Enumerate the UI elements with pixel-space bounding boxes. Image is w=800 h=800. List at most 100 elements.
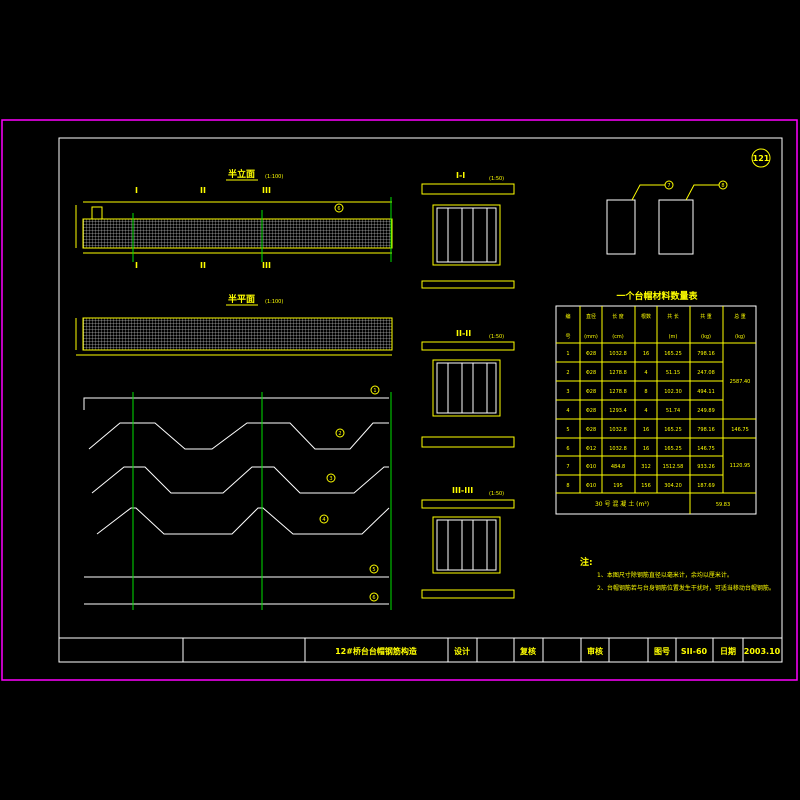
table-cell: 247.08 <box>697 370 715 376</box>
table-cell: 16 <box>643 446 649 452</box>
sheet-border <box>1 119 798 681</box>
bar-mark-1: 1 <box>370 385 380 395</box>
svg-text:III-III: III-III <box>452 486 473 495</box>
svg-text:(1:50): (1:50) <box>489 176 504 182</box>
drawing-number: SII-60 <box>681 647 708 656</box>
material-table: 一个台帽材料数量表 编号直径(mm)长 度(cm)根数共 长(m)共 重(kg)… <box>555 290 757 515</box>
svg-text:复核: 复核 <box>519 646 536 656</box>
table-cell: 484.8 <box>611 464 625 470</box>
svg-text:2: 2 <box>338 431 341 437</box>
table-cell: 1278.8 <box>609 389 627 395</box>
svg-text:图号: 图号 <box>654 647 670 656</box>
svg-text:设计: 设计 <box>454 646 470 656</box>
table-cell: Φ28 <box>586 389 596 395</box>
svg-text:I-I: I-I <box>456 171 465 180</box>
bar-mark-2: 2 <box>335 428 345 438</box>
svg-text:(1:50): (1:50) <box>489 334 504 340</box>
svg-text:II: II <box>200 186 206 195</box>
table-cell: 1032.8 <box>609 351 627 357</box>
bar-mark-3: 3 <box>326 473 336 483</box>
half-plan-view: 半平面 (1:100) <box>75 293 393 356</box>
svg-text:半立面: 半立面 <box>228 168 255 180</box>
table-cell: 1293.4 <box>609 408 627 414</box>
svg-text:(1:100): (1:100) <box>265 299 283 305</box>
bar-mark-6: 6 <box>369 592 379 602</box>
table-header: 根数 <box>641 313 651 320</box>
svg-text:1、本图尺寸除钢筋直径以毫米计，余均以厘米计。: 1、本图尺寸除钢筋直径以毫米计，余均以厘米计。 <box>597 571 733 579</box>
table-cell: 4 <box>566 408 569 414</box>
rebar-details: 1 2 3 4 5 6 <box>83 385 392 610</box>
svg-text:8: 8 <box>721 183 724 189</box>
table-header: 直径 <box>586 313 596 320</box>
table-cell: 1512.58 <box>663 464 684 470</box>
table-cell: 8 <box>566 483 569 489</box>
svg-text:III: III <box>262 186 271 195</box>
table-cell: 4 <box>644 370 647 376</box>
table-cell: Φ28 <box>586 370 596 376</box>
svg-text:1: 1 <box>373 388 376 394</box>
svg-text:I: I <box>135 261 138 270</box>
table-cell: Φ28 <box>586 408 596 414</box>
drawing-date: 2003.10 <box>744 647 781 656</box>
table-cell: 2 <box>566 370 569 376</box>
table-header: 共 长 <box>667 313 679 320</box>
svg-text:审核: 审核 <box>587 646 603 656</box>
table-header: 编 <box>565 313 570 320</box>
table-header: (mm) <box>584 334 598 340</box>
table-cell: 51.15 <box>666 370 680 376</box>
table-cell: Φ10 <box>586 483 596 489</box>
table-cell: 8 <box>644 389 647 395</box>
section-3: III-III (1:50) <box>421 486 515 599</box>
table-header: (kg) <box>701 334 711 340</box>
section-1: I-I (1:50) <box>421 171 515 289</box>
table-header: 共 重 <box>700 313 712 320</box>
section-2: II-II (1:50) <box>421 329 515 448</box>
table-cell: Φ28 <box>586 351 596 357</box>
table-cell: 16 <box>643 427 649 433</box>
svg-text:III: III <box>262 261 271 270</box>
table-header: 号 <box>565 334 570 340</box>
table-cell: 102.30 <box>664 389 682 395</box>
table-cell: 156 <box>641 483 651 489</box>
svg-text:II-II: II-II <box>456 329 471 338</box>
table-cell: 165.25 <box>664 427 682 433</box>
table-cell: 165.25 <box>664 351 682 357</box>
table-cell: 16 <box>643 351 649 357</box>
half-elevation-view: 半立面 (1:100) I II III I II III 6 <box>75 168 393 270</box>
svg-text:2587.40: 2587.40 <box>730 379 751 385</box>
table-cell: 5 <box>566 427 569 433</box>
table-header: (kg) <box>735 334 745 340</box>
table-cell: 1 <box>566 351 569 357</box>
sheet-number-badge: 121 <box>751 148 771 168</box>
table-cell: 1032.8 <box>609 446 627 452</box>
bar-mark-4: 4 <box>319 514 329 524</box>
svg-text:6: 6 <box>372 595 375 601</box>
table-cell: 312 <box>641 464 651 470</box>
table-cell: 7 <box>566 464 569 470</box>
table-header: (cm) <box>612 334 624 340</box>
table-cell: 494.11 <box>697 389 715 395</box>
svg-text:(1:50): (1:50) <box>489 491 504 497</box>
table-cell: 195 <box>613 483 623 489</box>
table-cell: 798.16 <box>697 351 715 357</box>
table-cell: 3 <box>566 389 569 395</box>
elevation-rebar-grid <box>82 218 393 249</box>
table-cell: Φ10 <box>586 464 596 470</box>
table-cell: 165.25 <box>664 446 682 452</box>
svg-text:2、台帽钢筋若与台身钢筋位置发生干扰时，可适当移动台帽钢筋。: 2、台帽钢筋若与台身钢筋位置发生干扰时，可适当移动台帽钢筋。 <box>597 584 775 592</box>
svg-text:146.75: 146.75 <box>731 427 749 433</box>
table-cell: 51.74 <box>666 408 680 414</box>
svg-text:6: 6 <box>337 206 340 212</box>
svg-text:注:: 注: <box>580 556 593 568</box>
table-cell: 4 <box>644 408 647 414</box>
table-cell: 798.16 <box>697 427 715 433</box>
stirrup-details: 7 8 <box>606 180 728 255</box>
drawing-title: 12#桥台台帽钢筋构造 <box>335 646 417 656</box>
table-cell: 1278.8 <box>609 370 627 376</box>
title-block: 12#桥台台帽钢筋构造 设计 复核 审核 图号 SII-60 日期 2003.1… <box>59 637 782 662</box>
svg-text:3: 3 <box>329 476 332 482</box>
notes: 注: 1、本图尺寸除钢筋直径以毫米计，余均以厘米计。 2、台帽钢筋若与台身钢筋位… <box>580 556 775 592</box>
table-cell: 1032.8 <box>609 427 627 433</box>
svg-text:II: II <box>200 261 206 270</box>
